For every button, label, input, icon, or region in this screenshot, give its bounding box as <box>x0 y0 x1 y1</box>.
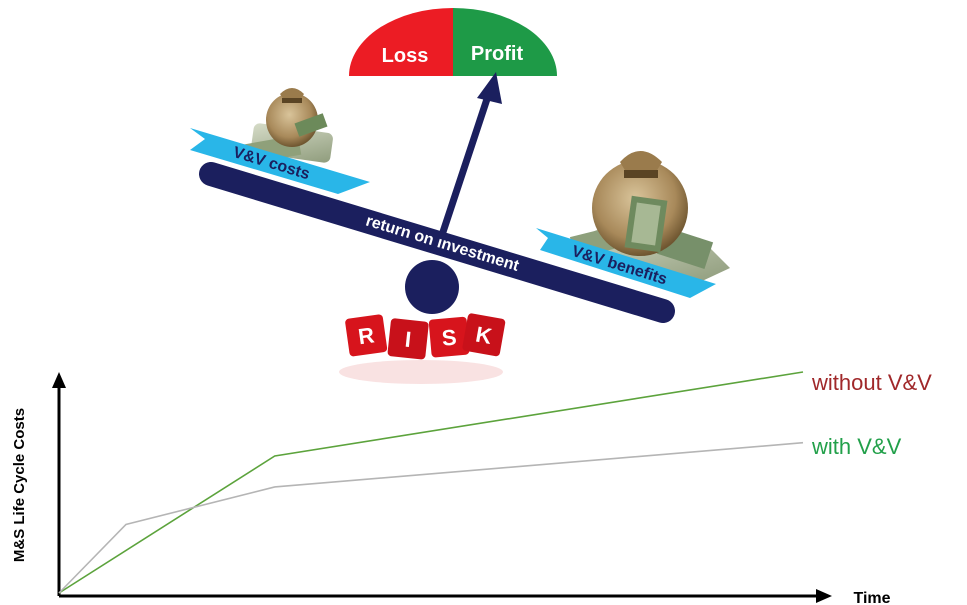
svg-text:R: R <box>357 322 376 349</box>
risk-dice-image: R I S K <box>339 313 506 384</box>
beam-fulcrum <box>405 260 459 314</box>
svg-text:I: I <box>404 327 413 353</box>
series-without-vv-line <box>58 371 804 594</box>
svg-text:K: K <box>474 322 494 349</box>
gauge-loss-label: Loss <box>382 45 429 67</box>
beam-bar <box>199 162 675 323</box>
risk-die-r <box>345 314 388 357</box>
risk-die-s <box>428 316 470 358</box>
legend-without-vv: without V&V <box>811 370 932 395</box>
gauge-profit-segment <box>453 8 557 76</box>
y-axis-arrowhead <box>52 372 66 388</box>
risk-die-i <box>387 318 429 360</box>
needle-arrowhead <box>477 72 502 104</box>
risk-die-k <box>462 313 506 357</box>
legend-with-vv: with V&V <box>811 434 902 459</box>
roi-needle <box>437 72 502 240</box>
gauge-loss-segment <box>349 8 453 76</box>
svg-text:S: S <box>441 324 458 350</box>
chart-series-layer <box>58 371 804 594</box>
y-axis-label: M&S Life Cycle Costs <box>11 408 28 562</box>
x-axis-arrowhead <box>816 589 832 603</box>
x-axis-label: Time <box>853 590 890 605</box>
gauge-profit-label: Profit <box>471 43 524 65</box>
loss-profit-gauge: Loss Profit <box>349 8 557 76</box>
cost-chart: M&S Life Cycle Costs Time without V&V wi… <box>11 370 932 605</box>
series-with-vv-line <box>58 441 804 594</box>
